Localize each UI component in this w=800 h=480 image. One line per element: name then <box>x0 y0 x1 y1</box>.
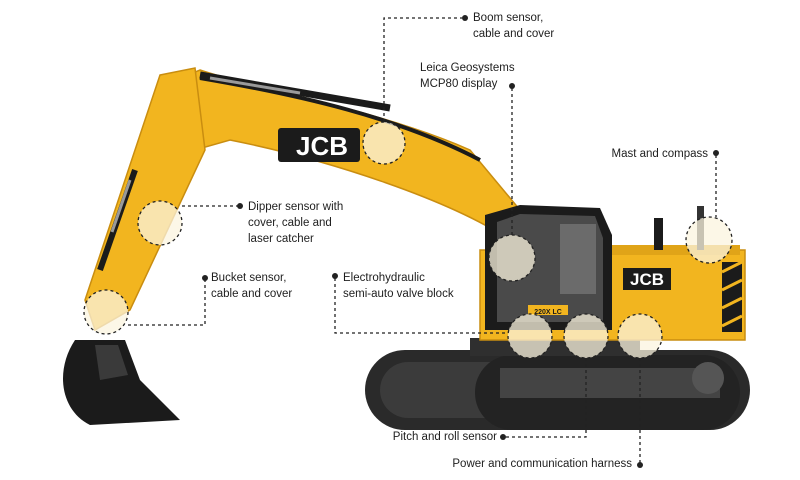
label-dipper-sensor: Dipper sensor with cover, cable and lase… <box>248 201 344 245</box>
label-boom-sensor: Boom sensor, cable and cover <box>473 12 555 40</box>
boom-sensor-marker <box>362 121 406 165</box>
boom-leader <box>383 17 462 122</box>
leader-lines <box>128 17 717 463</box>
dipper-sensor-marker <box>137 200 183 246</box>
bucket-sensor-marker <box>83 289 129 335</box>
pitch-roll-marker <box>563 313 609 359</box>
boom-logo: JCB <box>296 131 348 161</box>
label-valve-block: Electrohydraulic semi-auto valve block <box>343 272 454 300</box>
mast-marker <box>685 216 733 264</box>
leader-dots <box>202 15 719 468</box>
label-display: Leica Geosystems MCP80 display <box>420 62 515 90</box>
label-pitch-roll: Pitch and roll sensor <box>392 431 497 443</box>
display-marker <box>488 234 536 282</box>
model-badge-plate <box>528 305 568 315</box>
valve-leader <box>334 278 508 334</box>
model-badge: 220X LC <box>534 309 562 316</box>
harness-marker <box>617 313 663 359</box>
label-mast-compass: Mast and compass <box>611 148 708 160</box>
pitch-leader <box>505 358 587 438</box>
label-bucket-sensor: Bucket sensor, cable and cover <box>211 272 293 300</box>
bucket <box>63 340 180 425</box>
boom-logo-plate <box>278 128 360 162</box>
undercarriage <box>365 338 750 430</box>
dipper-arm <box>84 67 206 332</box>
house-logo-plate <box>623 268 671 290</box>
label-power-harness: Power and communication harness <box>452 458 632 470</box>
exhaust-stack <box>654 218 663 250</box>
house-logo: JCB <box>630 270 664 289</box>
boom: JCB <box>174 69 521 242</box>
drive-sprocket <box>692 362 724 394</box>
bucket-leader <box>128 280 206 326</box>
valve-block-marker <box>507 313 553 359</box>
